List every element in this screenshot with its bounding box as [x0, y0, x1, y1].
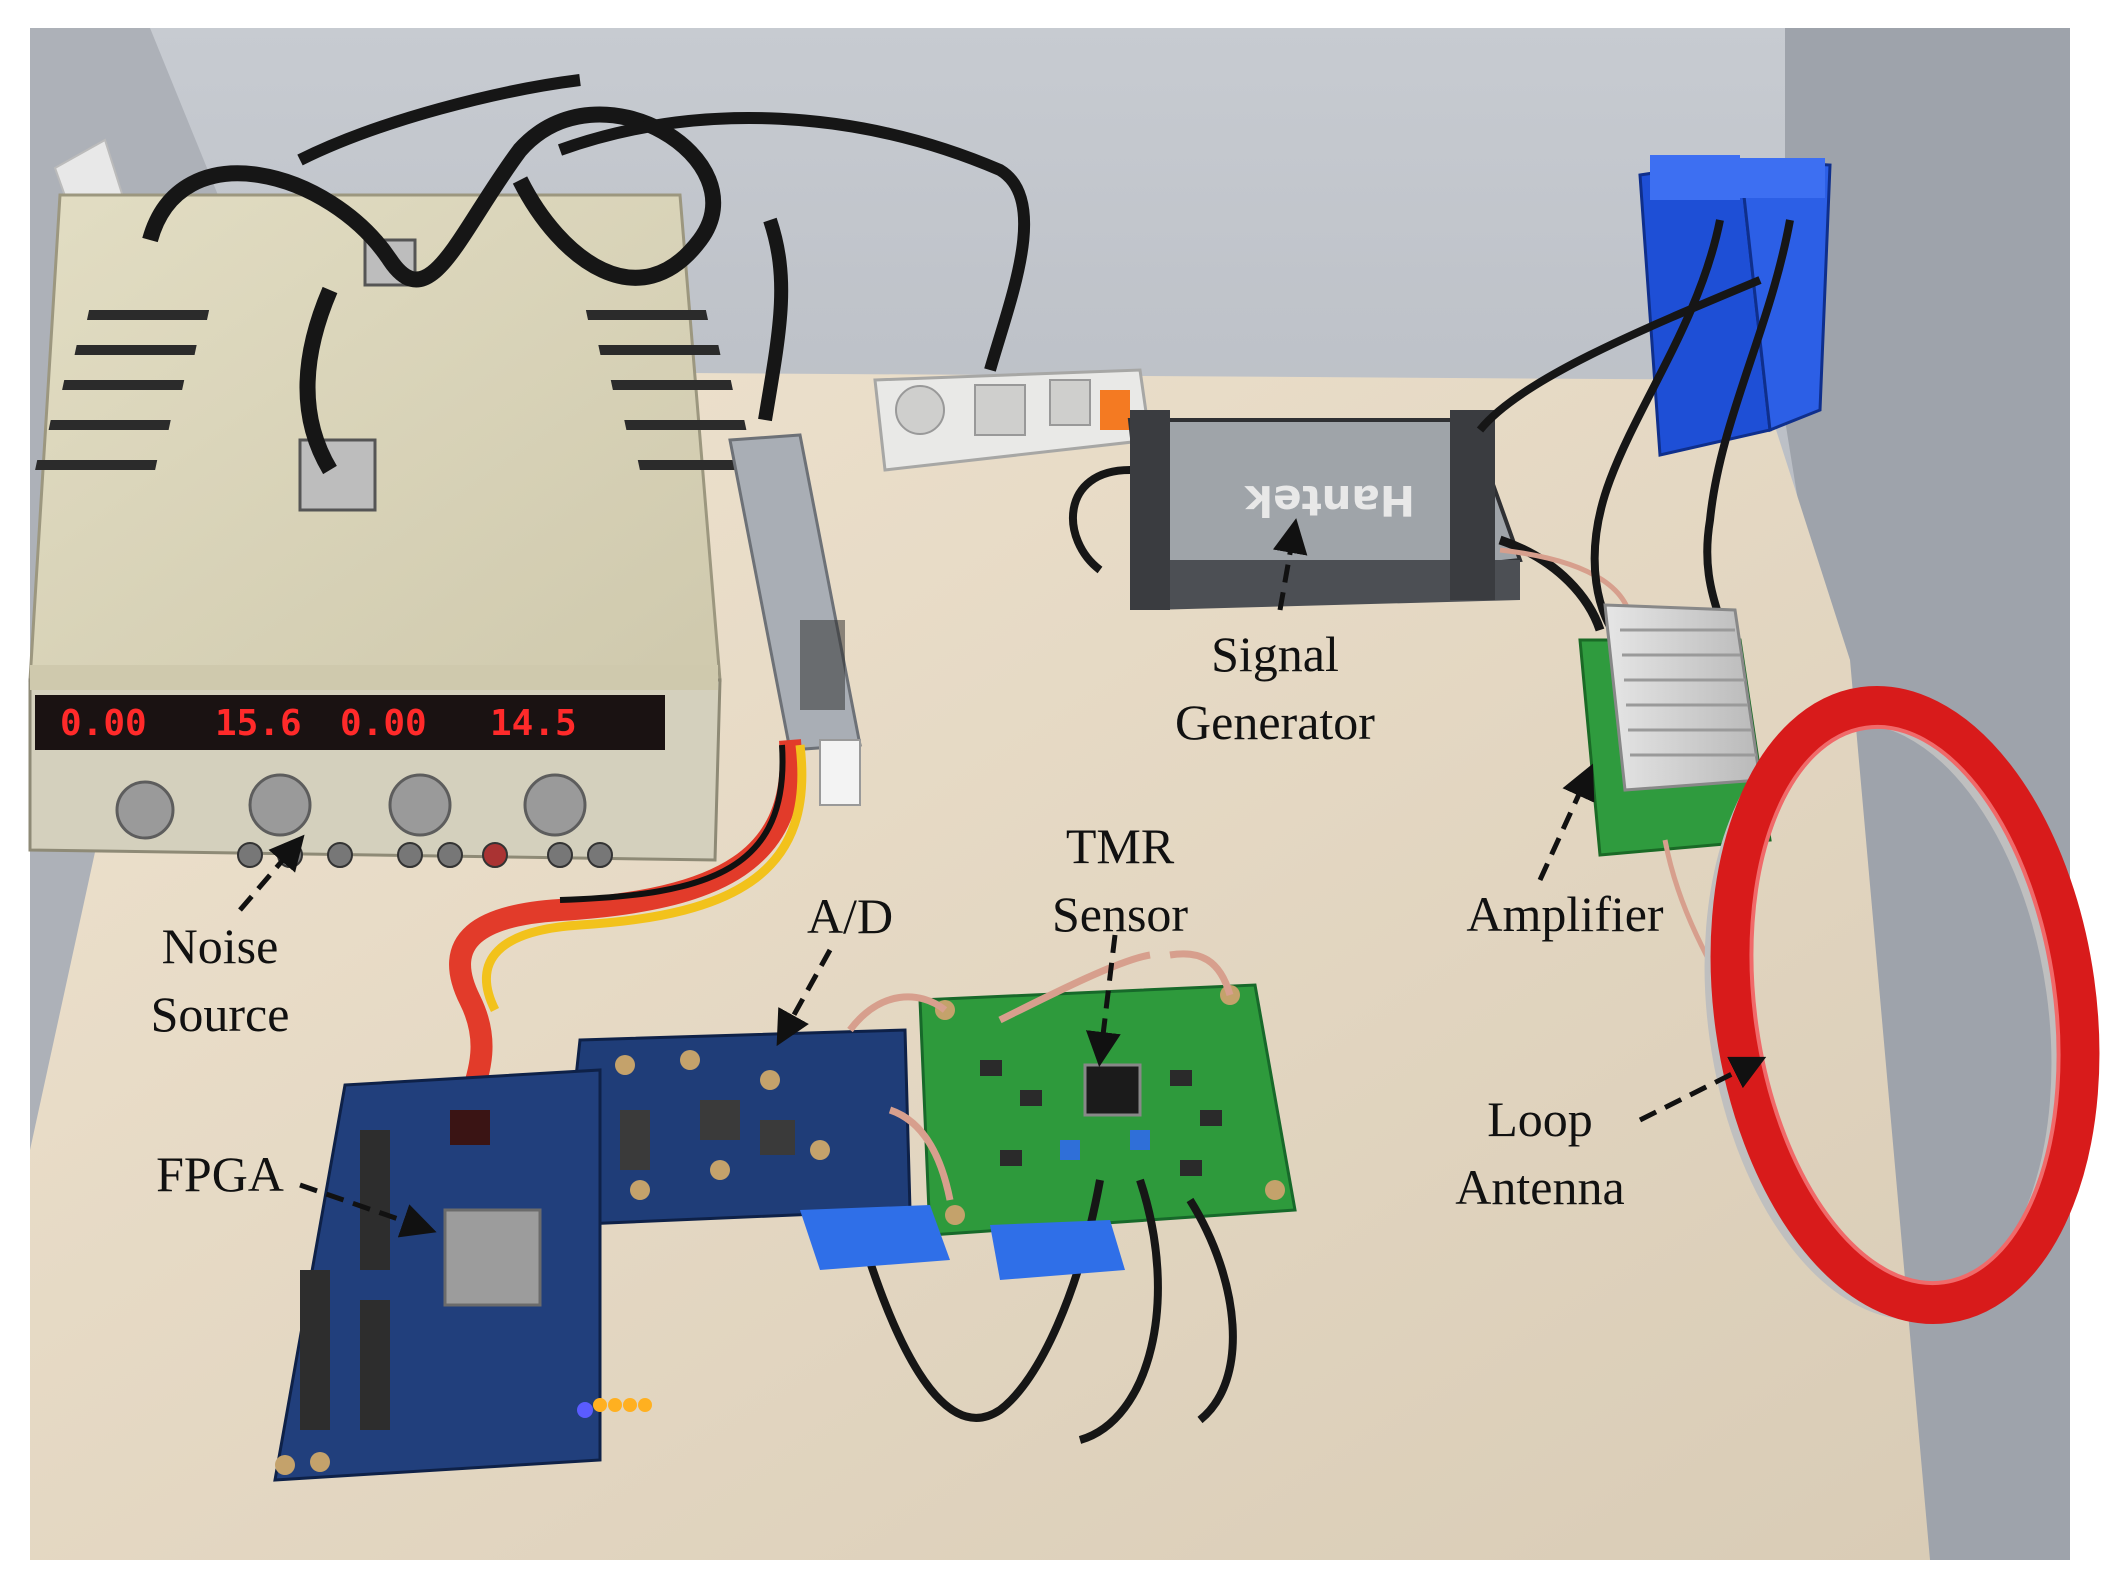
fpga-board	[273, 1068, 652, 1482]
label-noise-source-line-1: Noise	[161, 918, 279, 974]
arrow-tmr-sensor	[1085, 934, 1121, 1067]
label-ad: A/D	[710, 882, 990, 950]
arrow-fpga	[299, 1182, 437, 1238]
label-noise-source: Noise Source	[70, 912, 370, 1048]
fpga-chip	[443, 1208, 542, 1307]
generator-cable	[1068, 466, 1131, 574]
coax-cable-1	[847, 993, 948, 1033]
loop-antenna	[1704, 685, 2100, 1325]
arrow-noise-source	[238, 834, 305, 912]
psu-display	[35, 695, 665, 750]
label-signal-generator-line-1: Signal	[1211, 626, 1339, 682]
sensor-cable	[856, 1179, 1104, 1422]
arrow-ad	[776, 948, 833, 1047]
label-ad-text: A/D	[806, 888, 894, 944]
psu-readout-3: 0.00	[340, 703, 427, 744]
psu-knob-4	[523, 773, 587, 837]
side-partition	[1785, 28, 2070, 1560]
arrow-amplifier	[1537, 763, 1595, 882]
hantek-brand: Hantek	[1244, 476, 1415, 525]
tmr-sensor-board	[918, 983, 1297, 1237]
dc-power-supply: 0.00 15.6 0.00 14.5	[28, 193, 760, 868]
power-strip	[873, 368, 1152, 472]
label-amplifier-text: Amplifier	[1466, 886, 1664, 942]
molex-connector	[819, 739, 861, 806]
power-cable-3	[557, 112, 1031, 372]
battery-cable	[1590, 219, 1724, 643]
label-tmr-sensor-line-2: Sensor	[1051, 886, 1189, 942]
amplifier-board	[1578, 603, 1772, 857]
label-amplifier: Amplifier	[1395, 880, 1735, 948]
label-noise-source-line-2: Source	[150, 986, 290, 1042]
psu-knob-1	[115, 780, 175, 840]
psu-knob-2	[248, 773, 312, 837]
battery-pack	[1638, 155, 1832, 457]
generator-cable-2	[1498, 535, 1605, 632]
tmr-sensor-chip	[1083, 1063, 1142, 1117]
label-fpga: FPGA	[110, 1140, 330, 1208]
power-cable-2	[299, 286, 338, 475]
label-signal-generator: Signal Generator	[1125, 620, 1425, 756]
psu-readout-4: 14.5	[490, 703, 577, 744]
label-fpga-text: FPGA	[156, 1146, 284, 1202]
adc-board	[558, 1028, 912, 1227]
signal-generator-device: Hantek	[1127, 410, 1523, 610]
label-loop-antenna-line-1: Loop	[1487, 1091, 1593, 1147]
psu-readout-1: 0.00	[60, 703, 147, 744]
label-tmr-sensor-line-1: TMR	[1065, 818, 1175, 874]
psu-knob-3	[388, 773, 452, 837]
blue-battery-flat	[800, 1205, 950, 1270]
power-cable-1	[142, 106, 722, 288]
label-tmr-sensor: TMR Sensor	[970, 812, 1270, 948]
arrow-loop-antenna	[1638, 1056, 1767, 1123]
label-loop-antenna: Loop Antenna	[1400, 1085, 1680, 1221]
power-cable-4	[297, 74, 581, 166]
arrow-signal-generator	[1272, 518, 1308, 611]
label-signal-generator-line-2: Generator	[1175, 694, 1375, 750]
power-cable-5	[758, 217, 789, 422]
psu-readout-2: 15.6	[215, 703, 302, 744]
ribbon-cable	[449, 739, 802, 1104]
label-loop-antenna-line-2: Antenna	[1455, 1159, 1625, 1215]
